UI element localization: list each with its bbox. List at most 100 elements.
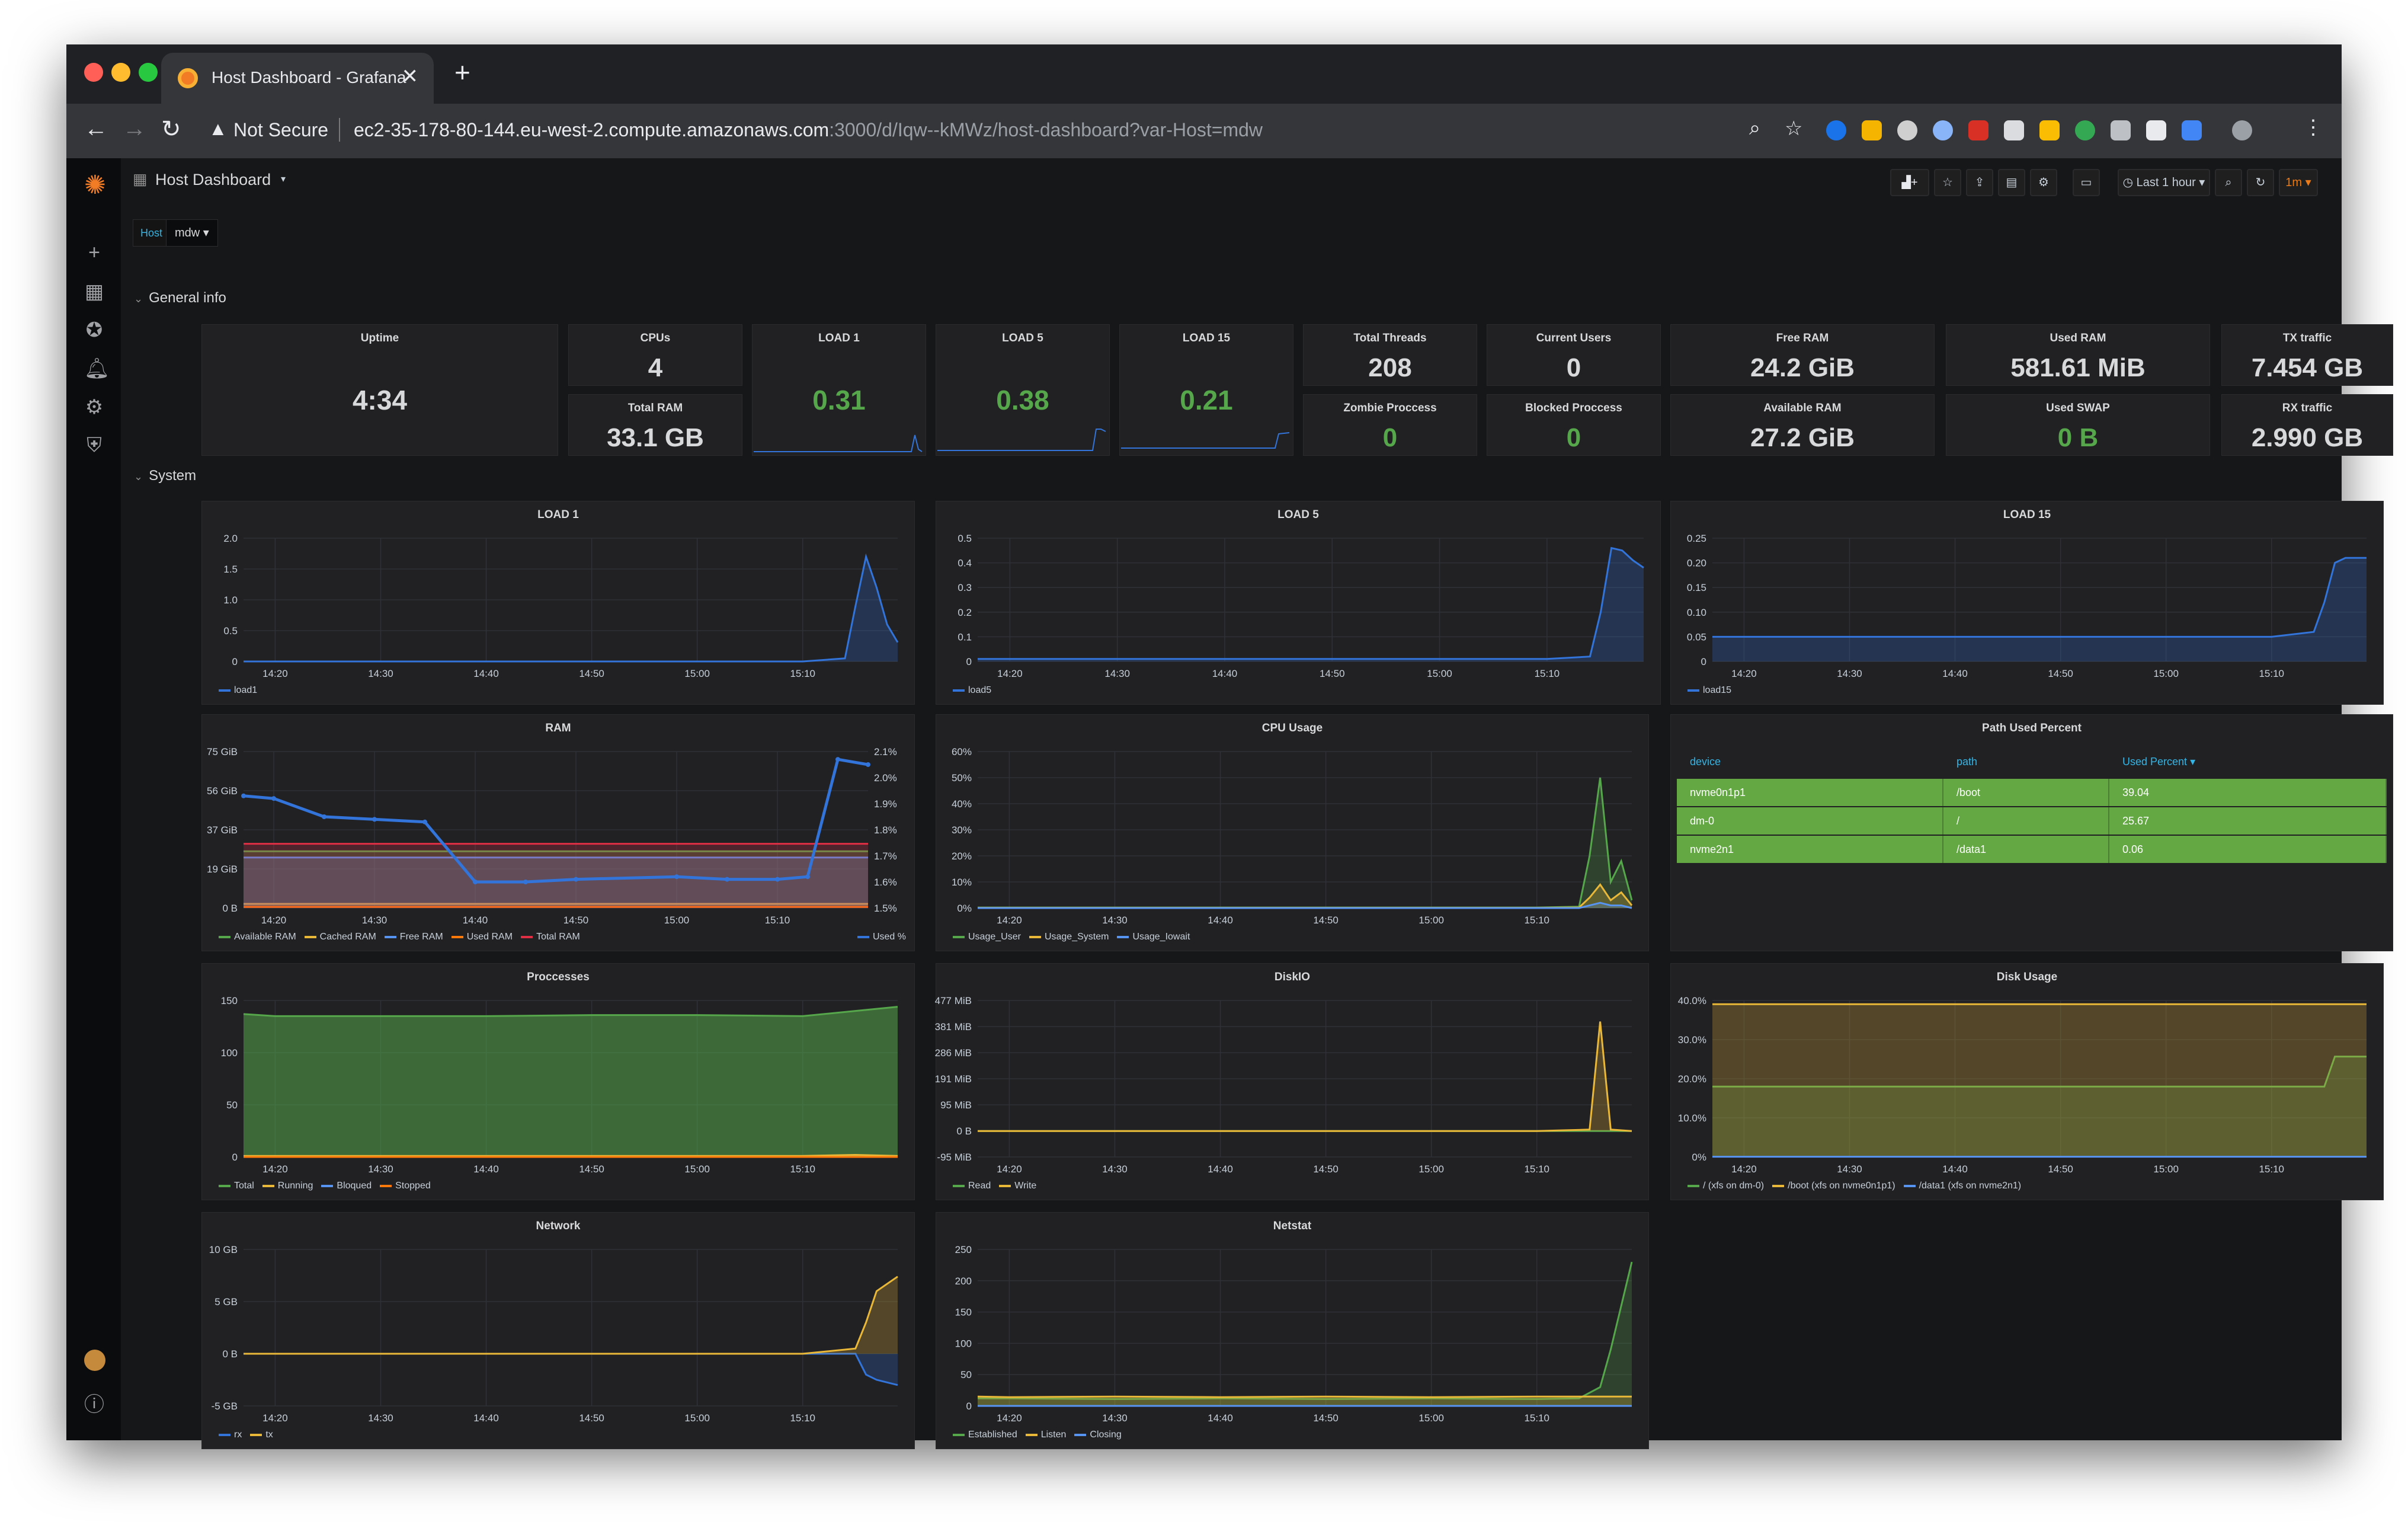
extension-10-icon[interactable] [2146,120,2166,140]
legend-item[interactable]: load1 [234,685,258,695]
close-tab-icon[interactable]: ✕ [401,65,419,88]
extension-2-icon[interactable] [1862,120,1882,140]
extension-6-icon[interactable] [2004,120,2024,140]
minimize-window-button[interactable] [111,63,130,82]
server-admin-shield-icon[interactable]: ⛨ [87,434,102,456]
extension-9-icon[interactable] [2111,120,2131,140]
time-picker-button[interactable]: ◷ Last 1 hour ▾ [2118,169,2210,196]
configuration-gear-icon[interactable]: ⚙ [85,396,104,418]
legend-item[interactable]: Established [968,1430,1017,1440]
refresh-interval-button[interactable]: 1m ▾ [2279,169,2318,196]
create-icon[interactable]: + [88,241,100,264]
add-panel-button[interactable]: ▟+ [1890,169,1929,196]
legend-item[interactable]: /data1 (xfs on nvme2n1) [1919,1181,2022,1191]
browser-menu-icon[interactable]: ⋮ [2303,116,2323,139]
column-header-path[interactable]: path [1956,756,1978,768]
maximize-window-button[interactable] [139,63,158,82]
legend-item[interactable]: Read [968,1181,991,1191]
star-dashboard-button[interactable]: ☆ [1934,169,1961,196]
browser-tab[interactable]: Host Dashboard - Grafana ✕ [161,53,434,104]
legend-item[interactable]: Available RAM [234,932,296,942]
legend-item[interactable]: / (xfs on dm-0) [1703,1181,1765,1191]
dashboards-icon[interactable]: ▦ [84,280,104,303]
extension-11-icon[interactable] [2182,120,2202,140]
legend-item[interactable]: tx [265,1430,273,1440]
zoom-icon[interactable]: ⌕ [1749,117,1761,139]
legend-item[interactable]: Bloqued [337,1181,372,1191]
help-icon[interactable]: ⓘ [84,1393,104,1416]
column-header-device[interactable]: device [1690,756,1721,768]
explore-icon[interactable]: ✪ [85,319,103,341]
address-bar[interactable]: ▲ Not Secure ec2-35-178-80-144.eu-west-2… [197,112,1797,150]
legend-item[interactable]: /boot (xfs on nvme0n1p1) [1788,1181,1895,1191]
legend-item[interactable]: Free RAM [399,932,443,942]
legend-item[interactable]: rx [234,1430,242,1440]
legend-item[interactable]: Cached RAM [319,932,376,942]
extension-1-icon[interactable] [1826,120,1846,140]
legend-item[interactable]: Usage_System [1044,932,1109,942]
dashboard-title[interactable]: Host Dashboard [155,171,271,188]
legend-item[interactable]: Usage_Iowait [1132,932,1190,942]
reload-icon[interactable]: ↻ [161,116,181,142]
extension-3-icon[interactable] [1897,120,1917,140]
zoom-out-button[interactable]: ⌕ [2215,169,2242,196]
extension-8-icon[interactable] [2075,120,2095,140]
profile-avatar-icon[interactable] [2232,120,2252,140]
cycle-view-mode-button[interactable]: ▭ [2073,169,2100,196]
legend-item[interactable]: Used RAM [466,932,513,942]
legend-item[interactable]: Stopped [395,1181,431,1191]
chevron-down-icon[interactable]: ▾ [281,174,286,184]
back-icon[interactable]: ← [84,116,108,142]
legend-item[interactable]: Used % [872,932,906,942]
close-window-button[interactable] [84,63,103,82]
legend-item[interactable]: load5 [968,685,992,695]
legend-item[interactable]: Usage_User [968,932,1021,942]
grafana-logo-icon[interactable]: ✺ [84,171,106,200]
host-variable-select[interactable]: mdw ▾ [166,219,218,247]
row-system[interactable]: ⌄System [134,468,197,484]
legend-item[interactable]: Write [1014,1181,1037,1191]
save-dashboard-button[interactable]: ▤ [1998,169,2025,196]
new-tab-icon[interactable]: + [454,57,470,88]
legend-item[interactable]: load15 [1703,685,1732,695]
legend-item[interactable]: Total RAM [536,932,580,942]
column-header-used-percent[interactable]: Used Percent ▾ [2122,756,2196,768]
alerting-bell-icon[interactable]: 🔔︎ [84,357,110,380]
legend-item[interactable]: Listen [1040,1430,1067,1440]
panel-path-used-percent[interactable]: Path Used Percent device path Used Perce… [1670,714,2393,951]
share-dashboard-button[interactable]: ⇪ [1966,169,1993,196]
legend-item[interactable]: Running [277,1181,313,1191]
user-avatar[interactable] [84,1350,105,1371]
dashboard-settings-button[interactable]: ⚙ [2030,169,2057,196]
row-general-info[interactable]: ⌄General info [134,290,226,306]
extension-7-icon[interactable] [2039,120,2060,140]
legend-item[interactable]: Closing [1090,1430,1122,1440]
legend-item[interactable]: Total [234,1181,254,1191]
refresh-button[interactable]: ↻ [2247,169,2274,196]
